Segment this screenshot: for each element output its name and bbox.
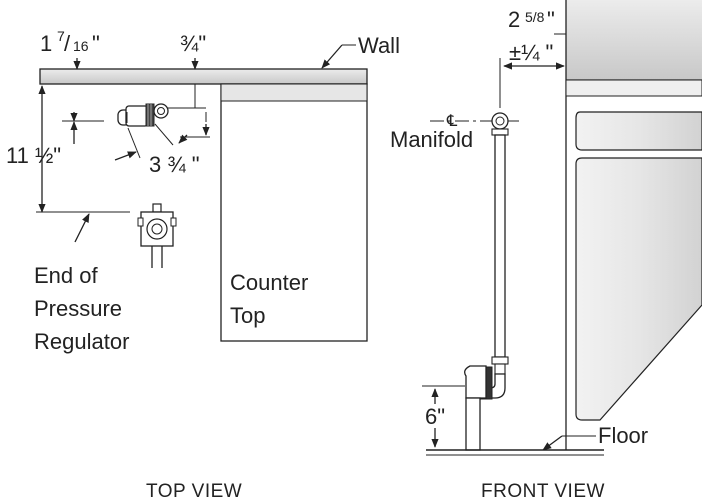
dim-three-quarter: ¾" bbox=[180, 31, 206, 108]
regulator-label-1: End of bbox=[34, 263, 98, 288]
svg-text:/: / bbox=[64, 31, 71, 56]
floor-callout: Floor bbox=[542, 423, 648, 451]
regulator-label-2: Pressure bbox=[34, 296, 122, 321]
top-view-caption: TOP VIEW bbox=[146, 481, 242, 502]
dim-offset-label: ±¼ " bbox=[509, 40, 553, 65]
front-view-caption: FRONT VIEW bbox=[481, 481, 605, 502]
top-view: 1 7 / 16 " ¾" Wall 11 ½" bbox=[6, 28, 400, 502]
manifold-fitting-top bbox=[117, 103, 206, 127]
dim-wall-offset-whole: 1 bbox=[40, 31, 52, 56]
dim-height-label: 11 ½" bbox=[6, 143, 61, 168]
counter-label-2: Top bbox=[230, 303, 265, 328]
dim-floor: 6" bbox=[422, 385, 465, 448]
cabinet bbox=[565, 0, 702, 450]
centerline-symbol: ℄ bbox=[446, 113, 458, 130]
floor bbox=[426, 449, 604, 456]
wall bbox=[39, 68, 368, 85]
counter-label-1: Counter bbox=[230, 270, 308, 295]
dim-top-whole: 2 bbox=[508, 7, 520, 32]
dim-floor-label: 6" bbox=[425, 404, 445, 429]
dim-top-mark: " bbox=[547, 7, 555, 32]
dim-three-quarter-label: ¾" bbox=[180, 31, 206, 56]
dim-wall-offset-mark: " bbox=[92, 31, 100, 56]
dim-offset: ±¼ " bbox=[499, 40, 565, 108]
manifold-label: Manifold bbox=[390, 127, 473, 152]
dim-top: 2 5/8 " bbox=[508, 7, 566, 35]
dim-wall-offset: 1 7 / 16 " bbox=[40, 28, 100, 70]
dim-wall-offset-num: 7 bbox=[57, 28, 65, 44]
wall-callout: Wall bbox=[321, 33, 400, 69]
front-view: 2 5/8 " ±¼ " ℄ Manifold bbox=[390, 0, 702, 502]
counter-top bbox=[220, 83, 368, 342]
dim-wall-offset-den: 16 bbox=[73, 38, 89, 54]
pressure-regulator bbox=[137, 203, 177, 268]
wall-label: Wall bbox=[358, 33, 400, 58]
floor-label: Floor bbox=[598, 423, 648, 448]
dim-three-three-quarter: 3 ¾ " bbox=[114, 112, 210, 177]
dim-top-frac: 5/8 bbox=[525, 9, 545, 25]
regulator-label-3: Regulator bbox=[34, 329, 129, 354]
gas-pipe bbox=[464, 112, 509, 451]
dim-height: 11 ½" bbox=[6, 85, 130, 213]
dim-three-three-quarter-label: 3 ¾ " bbox=[149, 152, 200, 177]
